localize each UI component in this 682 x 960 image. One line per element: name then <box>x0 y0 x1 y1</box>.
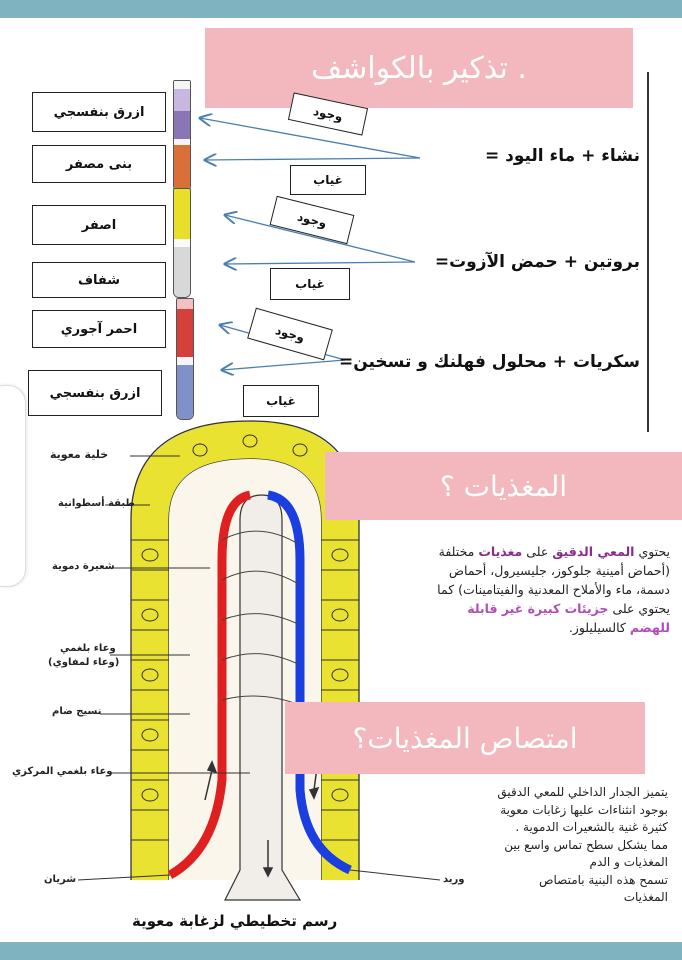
equation-protein: بروتين + حمض الآزوت= <box>434 252 640 272</box>
result-text: شفاف <box>77 272 121 288</box>
bottom-bar <box>0 942 682 960</box>
absorption-line: بوجود انثناءات عليها زغابات معوية <box>500 802 668 817</box>
result-box-t3-absence: ازرق بنفسجي <box>28 370 162 416</box>
label-vein: وريد <box>443 874 465 885</box>
tube-nitric <box>173 188 191 298</box>
result-text: بنى مصفر <box>65 156 133 172</box>
result-text: احمر آجوري <box>60 321 138 337</box>
absorption-line: مما يشكل سطح تماس واسع بين <box>504 837 668 852</box>
tag-text: غياب <box>295 277 325 291</box>
absorption-line: المغذيات <box>623 890 668 904</box>
result-text: ازرق بنفسجي <box>49 385 141 401</box>
tag-text: غياب <box>313 173 343 187</box>
nutrients-keyword: مغذيات <box>478 544 523 559</box>
nutrients-paragraph: يحتوي المعي الدقيق على مغذيات مختلفة (أح… <box>425 542 670 637</box>
nutrients-pre: يحتوي <box>638 544 670 559</box>
absorption-line: تسمح هذه البنية بامتصاص <box>539 872 668 887</box>
page-edge-tab <box>0 385 26 587</box>
nutrients-tail: كالسيليلوز. <box>568 620 626 635</box>
result-text: اصفر <box>81 217 117 233</box>
tube-fehling <box>176 298 194 420</box>
nutrients-banner: المغذيات ؟ <box>325 452 682 520</box>
label-artery: شريان <box>44 874 77 885</box>
result-box-t1-presence: ازرق بنفسجي <box>32 92 166 132</box>
nutrients-mid: على <box>526 544 549 559</box>
separator-line <box>647 72 649 432</box>
label-central-lymph: وعاء بلغمي المركزي <box>12 766 113 777</box>
label-tissue: نسيج ضام <box>52 706 102 717</box>
label-lymph-sub: (وعاء لمفاوي) <box>48 657 120 668</box>
absorption-paragraph: يتميز الجدار الداخلي للمعي الدقيق بوجود … <box>430 784 668 907</box>
result-box-t1-absence: بنى مصفر <box>32 145 166 183</box>
nutrients-organ: المعي الدقيق <box>552 544 635 559</box>
nutrients-banner-text: المغذيات ؟ <box>439 469 568 503</box>
tag-text: غياب <box>266 394 296 408</box>
label-cell: خلية معوية <box>50 448 109 461</box>
result-box-t2-presence: اصفر <box>32 205 166 245</box>
tag-absence-1: غياب <box>290 165 366 195</box>
nutrients-body: مختلفة (أحماض أمينية جلوكوز، جليسيرول، أ… <box>437 544 670 616</box>
label-capillary: شعيرة دموية <box>52 561 115 572</box>
result-box-t2-absence: شفاف <box>32 262 166 298</box>
label-epithelium: طبقة أسطوانية <box>58 498 135 509</box>
label-lymph: وعاء بلغمي <box>60 643 116 654</box>
absorption-banner-text: امتصاص المغذيات؟ <box>352 721 578 755</box>
equation-sugar: سكريات + محلول فهلنك و تسخين= <box>338 352 640 372</box>
absorption-line: المغذيات و الدم <box>589 855 668 869</box>
absorption-banner: امتصاص المغذيات؟ <box>285 702 645 774</box>
result-text: ازرق بنفسجي <box>53 104 145 120</box>
absorption-line: يتميز الجدار الداخلي للمعي الدقيق <box>497 785 668 799</box>
tag-absence-3: غياب <box>243 385 319 417</box>
top-bar <box>0 0 682 18</box>
equation-starch: نشاء + ماء اليود = <box>484 146 640 166</box>
result-box-t3-presence: احمر آجوري <box>32 310 166 348</box>
reagents-banner: تذكير بالكواشف . <box>205 28 633 108</box>
absorption-line: كثيرة غنية بالشعيرات الدموية . <box>515 820 668 834</box>
diagram-caption: رسم تخطيطي لزغابة معوية <box>132 912 338 930</box>
tag-absence-2: غياب <box>270 268 350 300</box>
reagents-banner-text: تذكير بالكواشف . <box>311 50 527 86</box>
nutrients-highlight: جزيئات كبيرة غير قابلة للهضم <box>467 601 670 635</box>
